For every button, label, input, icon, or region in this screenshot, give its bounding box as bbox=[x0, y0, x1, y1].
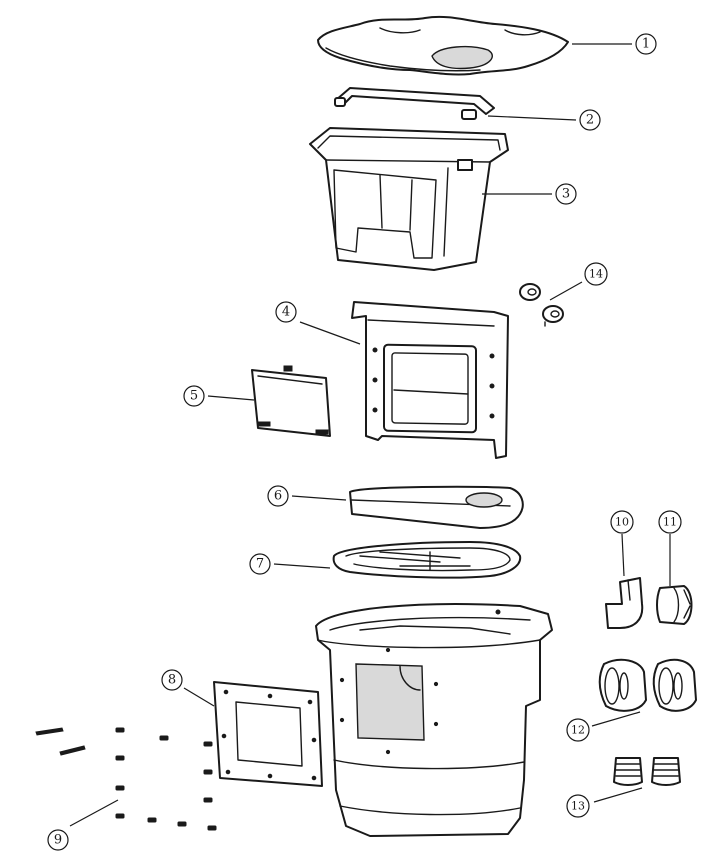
callout-12-label: 12 bbox=[571, 724, 585, 737]
main-housing bbox=[315, 603, 553, 837]
callout-2-label: 2 bbox=[586, 113, 594, 128]
part-3-basket bbox=[309, 127, 509, 271]
callout-5-label: 5 bbox=[190, 389, 198, 404]
callout-8-label: 8 bbox=[168, 673, 176, 688]
callout-10: 10 bbox=[610, 510, 634, 534]
callout-6-label: 6 bbox=[274, 489, 282, 504]
part-8-gasket-plate bbox=[213, 681, 323, 787]
callout-1: 1 bbox=[635, 33, 657, 55]
callout-3: 3 bbox=[555, 183, 577, 205]
part-9-screws bbox=[35, 727, 217, 831]
part-7-tray bbox=[332, 541, 522, 579]
part-4-frame bbox=[351, 301, 509, 459]
part-1-stone-lid bbox=[317, 15, 569, 76]
callout-9-label: 9 bbox=[54, 833, 62, 848]
callout-7: 7 bbox=[249, 553, 271, 575]
callout-13-label: 13 bbox=[571, 800, 585, 813]
callout-4-label: 4 bbox=[282, 305, 290, 320]
callout-1-label: 1 bbox=[642, 37, 650, 52]
part-2-handle bbox=[334, 87, 495, 120]
callout-3-label: 3 bbox=[562, 187, 570, 202]
part-11-plug bbox=[656, 585, 693, 625]
part-6-filter-pad bbox=[349, 485, 524, 529]
callout-5: 5 bbox=[183, 385, 205, 407]
callout-9: 9 bbox=[47, 829, 69, 851]
callout-10-label: 10 bbox=[615, 516, 629, 529]
callout-2: 2 bbox=[579, 109, 601, 131]
callout-8: 8 bbox=[161, 669, 183, 691]
callout-4: 4 bbox=[275, 301, 297, 323]
leader-lines bbox=[69, 43, 671, 827]
callout-11-label: 11 bbox=[663, 516, 677, 529]
callout-11: 11 bbox=[658, 510, 682, 534]
callout-13: 13 bbox=[566, 794, 590, 818]
part-14-fittings bbox=[519, 283, 564, 327]
part-10-elbow bbox=[605, 577, 644, 629]
part-13-caps bbox=[613, 757, 681, 786]
part-5-hatch bbox=[251, 365, 331, 437]
callout-14: 14 bbox=[584, 262, 608, 286]
part-12-bulkheads bbox=[598, 658, 697, 712]
callout-6: 6 bbox=[267, 485, 289, 507]
callout-12: 12 bbox=[566, 718, 590, 742]
callout-14-label: 14 bbox=[589, 268, 603, 281]
callout-7-label: 7 bbox=[256, 557, 264, 572]
